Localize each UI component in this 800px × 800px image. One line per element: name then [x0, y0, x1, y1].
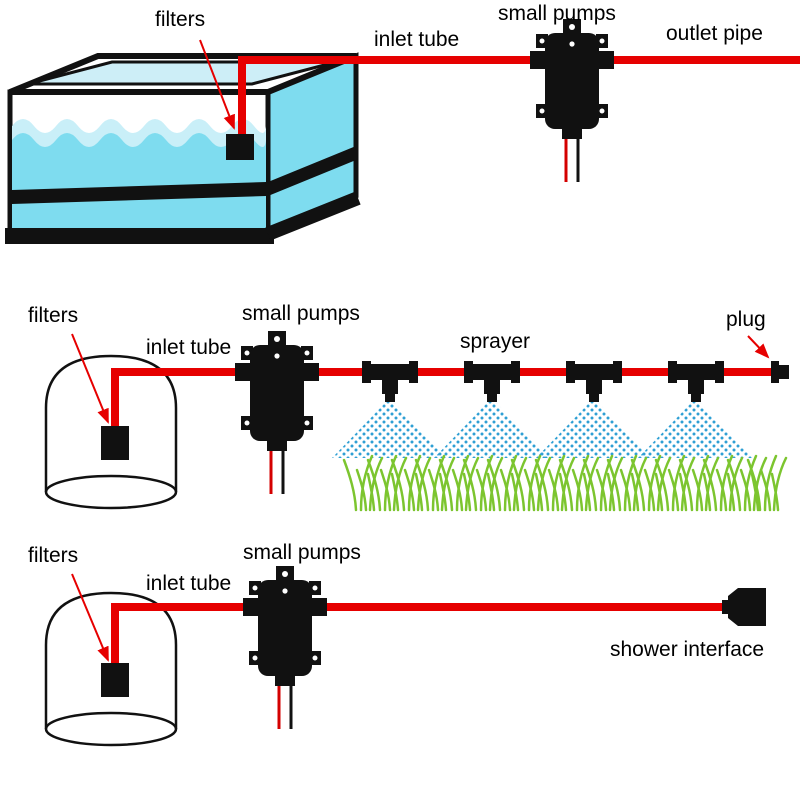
plug-icon: [771, 361, 789, 383]
label-plug: plug: [726, 308, 766, 331]
tee-sprayer-icon: [362, 361, 418, 402]
label-filters-1: filters: [155, 8, 206, 31]
filters-arrow-3: [71, 573, 109, 662]
grass-row: [342, 454, 788, 512]
pump-icon-1: [528, 17, 616, 184]
label-inlet-tube-2: inlet tube: [146, 336, 232, 359]
label-inlet-tube-3: inlet tube: [146, 572, 232, 595]
inlet-tube-pipe-3: [111, 603, 728, 668]
shower-interface-icon: [722, 588, 766, 626]
filter-box-3: [101, 663, 129, 697]
label-filters-3: filters: [28, 544, 79, 567]
spray-mist: [536, 398, 652, 458]
pump-icon-2: [233, 329, 321, 496]
label-outlet-pipe: outlet pipe: [666, 22, 763, 45]
spray-mist: [638, 398, 754, 458]
label-small-pumps-2: small pumps: [242, 302, 360, 325]
label-shower-interface: shower interface: [610, 638, 765, 661]
label-small-pumps-3: small pumps: [243, 541, 361, 564]
water: [12, 133, 266, 230]
label-sprayer: sprayer: [460, 330, 531, 353]
fish-tank: [5, 52, 361, 244]
label-small-pumps-1: small pumps: [498, 2, 616, 25]
pump-icon-3: [241, 564, 329, 731]
spray-mist: [434, 398, 550, 458]
tee-sprayer-icon: [464, 361, 520, 402]
filter-box-1: [226, 134, 254, 160]
inlet-tube-pipe-2: [111, 368, 774, 430]
label-inlet-tube-1: inlet tube: [374, 28, 460, 51]
tee-sprayer-icon: [668, 361, 724, 402]
filters-arrow-1: [199, 39, 235, 130]
filter-box-2: [101, 426, 129, 460]
plug-arrow: [747, 335, 770, 359]
label-filters-2: filters: [28, 304, 79, 327]
tee-sprayer-icon: [566, 361, 622, 402]
filters-arrow-2: [71, 333, 109, 424]
spray-mist: [332, 398, 448, 458]
